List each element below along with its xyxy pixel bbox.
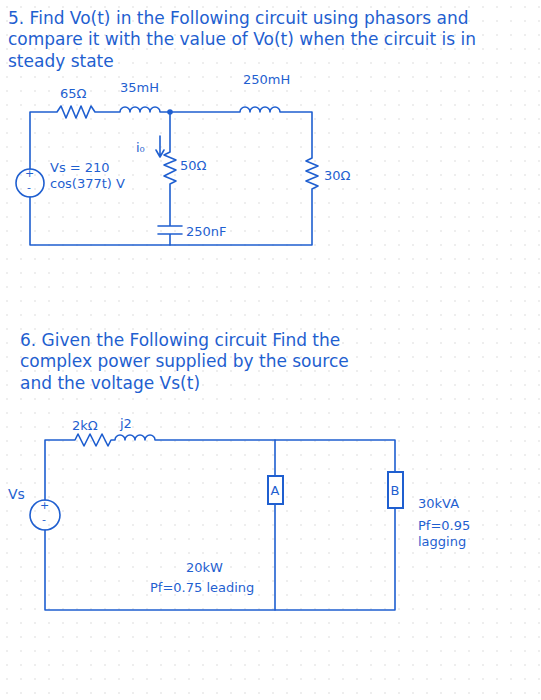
top-wire	[30, 106, 318, 245]
circuit-label: 30Ω	[324, 168, 350, 184]
circuit-label: +	[25, 167, 34, 181]
box-label: B	[391, 483, 400, 498]
wire	[275, 505, 395, 610]
circuit-label: Vs	[8, 486, 25, 504]
junction-dot	[168, 110, 172, 114]
middle-branch	[158, 112, 182, 245]
circuit-label: Pf=0.95 lagging	[418, 518, 488, 551]
circuit-label: j2	[120, 416, 132, 432]
circuit-label: 20kW	[186, 560, 223, 576]
circuit-label: 50Ω	[180, 158, 206, 174]
source-wire	[45, 434, 275, 610]
circuit-label: +	[40, 499, 49, 513]
load-box: A	[267, 475, 284, 505]
circuit-label: -	[27, 181, 31, 195]
circuit-label: Vs = 210 cos(377t) V	[50, 160, 155, 193]
load-box: B	[387, 471, 404, 509]
circuit-label: 250mH	[243, 72, 290, 88]
circuit-label: 5. Find Vo(t) in the Following circuit u…	[8, 8, 528, 72]
circuit-label: i₀	[136, 140, 145, 156]
box-label: A	[271, 483, 280, 498]
current-arrow	[156, 136, 164, 157]
circuit-label: -	[42, 513, 46, 527]
circuit-label: 65Ω	[60, 86, 86, 102]
circuit-label: 6. Given the Following circuit Find the …	[20, 330, 350, 394]
voltage-source	[30, 500, 60, 530]
circuit-label: 30kVA	[418, 496, 459, 512]
circuit-label: 35mH	[120, 80, 159, 96]
wire	[275, 440, 395, 475]
circuit-label: 2kΩ	[72, 418, 98, 434]
circuit-label: Pf=0.75 leading	[150, 580, 270, 596]
circuit-label: 250nF	[186, 224, 227, 240]
